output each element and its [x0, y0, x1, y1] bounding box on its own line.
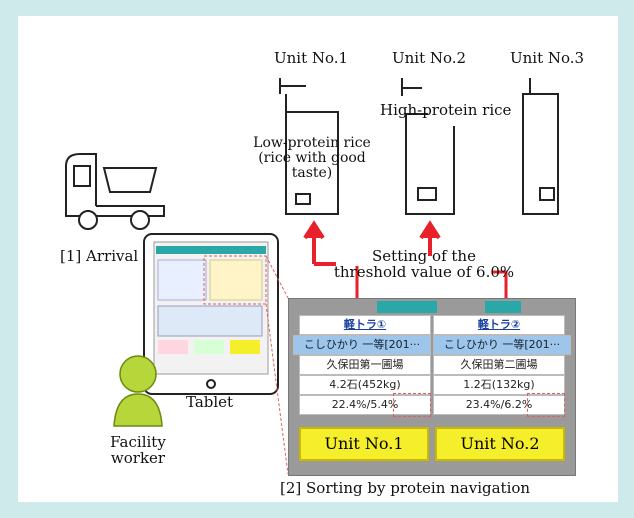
unit-1-silo: [279, 78, 339, 215]
col-2-amount: 1.2石(132kg): [433, 375, 565, 395]
col-1-variety: こしひかり 一等[201···: [293, 335, 431, 355]
col-1-values: 22.4%/5.4%: [299, 395, 431, 415]
protein-2-highlight: [527, 393, 565, 417]
col-1-amount: 4.2石(452kg): [299, 375, 431, 395]
tablet-icon: [143, 233, 279, 395]
sorting-label: [2] Sorting by protein navigation: [280, 479, 531, 497]
col-2-moisture: 23.4%: [465, 398, 501, 411]
unit-2-button[interactable]: Unit No.2: [435, 427, 565, 461]
col-1-header-link[interactable]: 軽トラ①: [343, 318, 387, 331]
col-1-moisture: 22.4%: [331, 398, 367, 411]
worker-line-2: worker: [110, 449, 166, 468]
figure-panel: Unit No.1 Unit No.2 Unit No.3: [18, 16, 618, 502]
col-2-values: 23.4%/6.2%: [433, 395, 565, 415]
zoom-lines: [265, 255, 289, 475]
unit-3-silo: [522, 78, 559, 215]
unit-1-label: Unit No.1: [274, 49, 349, 67]
diagram-graphics: [65, 78, 559, 475]
col-2-header-link[interactable]: 軽トラ②: [477, 318, 521, 331]
col-2-protein: 6.2%: [504, 398, 533, 411]
worker-line-1: Facility: [110, 433, 166, 451]
high-protein-label: High-protein rice: [380, 101, 512, 119]
low-protein-label: Low-protein rice (rice with good taste): [242, 135, 382, 182]
col-1-header[interactable]: 軽トラ①: [299, 315, 431, 335]
col-2-farm: 久保田第二圃場: [433, 355, 565, 375]
screen-tab-2[interactable]: [485, 301, 521, 313]
col-1-farm: 久保田第一圃場: [299, 355, 431, 375]
arrow-to-unit-1: [303, 220, 336, 266]
unit-2-silo: [401, 78, 455, 215]
worker-icon: [113, 355, 163, 427]
threshold-line-1: Setting of the: [372, 247, 476, 265]
protein-1-highlight: [393, 393, 431, 417]
threshold-label: Setting of the threshold value of 6.0%: [318, 247, 530, 282]
arrow-to-unit-2: [419, 220, 441, 256]
col-1-protein: 5.4%: [370, 398, 399, 411]
tablet-highlight: [203, 255, 267, 305]
threshold-line-2: threshold value of 6.0%: [333, 263, 515, 282]
col-2-variety: こしひかり 一等[201···: [433, 335, 571, 355]
screen-tab-1[interactable]: [377, 301, 437, 313]
truck-icon: [65, 153, 165, 230]
arrival-label: [1] Arrival: [60, 247, 139, 265]
col-2-header[interactable]: 軽トラ②: [433, 315, 565, 335]
unit-1-button[interactable]: Unit No.1: [299, 427, 429, 461]
unit-2-label: Unit No.2: [392, 49, 467, 67]
worker-label: Facility worker: [88, 433, 188, 468]
tablet-label: Tablet: [186, 393, 234, 411]
low-protein-line-3: taste): [291, 165, 333, 182]
low-protein-line-2: (rice with good: [258, 150, 366, 167]
low-protein-line-1: Low-protein rice: [253, 135, 371, 151]
unit-3-label: Unit No.3: [510, 49, 585, 67]
protein-navigation-screen: 軽トラ① こしひかり 一等[201··· 久保田第一圃場 4.2石(452kg)…: [288, 298, 576, 476]
